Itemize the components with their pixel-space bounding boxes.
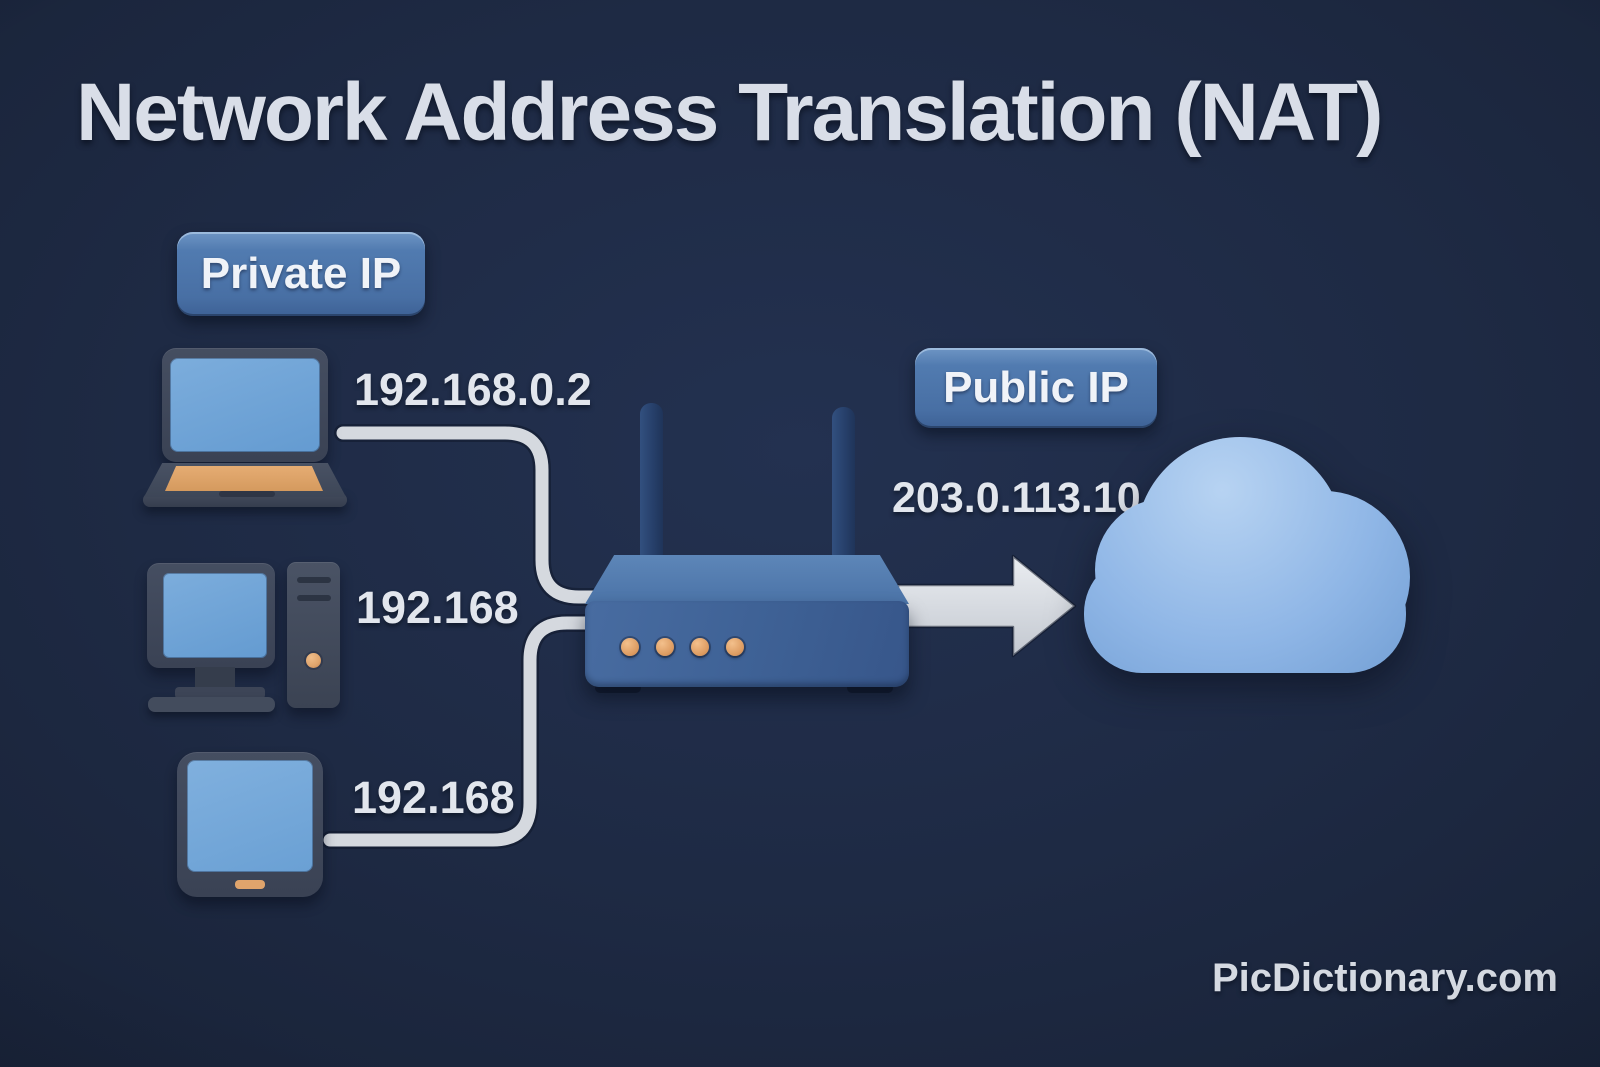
tablet-screen	[187, 760, 313, 872]
router-icon	[565, 395, 915, 695]
laptop-notch	[219, 491, 275, 497]
router-led-icon	[621, 638, 639, 656]
router-top	[585, 555, 909, 604]
laptop-icon	[143, 333, 347, 507]
laptop-cable-body	[336, 426, 637, 604]
desktop-ip-label: 192.168	[356, 582, 519, 633]
router-foot	[847, 683, 893, 693]
public-ip-label: 203.0.113.10	[892, 474, 1141, 522]
router-antenna	[832, 407, 855, 565]
desktop-tower-slot	[297, 595, 331, 601]
desktop-stand-mid	[175, 687, 265, 699]
router-led-icon	[691, 638, 709, 656]
public-ip-badge: Public IP	[915, 348, 1157, 428]
desktop-stand-base	[148, 697, 275, 712]
tablet-ip-label: 192.168	[352, 772, 515, 823]
watermark: PicDictionary.com	[1211, 956, 1558, 1000]
power-button-icon	[306, 653, 321, 668]
cloud-shape	[1084, 437, 1410, 673]
desktop-screen	[163, 573, 267, 658]
desktop-tower-slot	[297, 577, 331, 583]
page-title: Network Address Translation (NAT)	[76, 67, 1383, 158]
router-led-icon	[656, 638, 674, 656]
laptop-keyboard	[165, 466, 323, 491]
router-led-icon	[726, 638, 744, 656]
tablet-icon	[177, 752, 323, 897]
laptop-screen	[170, 358, 320, 452]
desktop-stand-neck	[195, 667, 235, 689]
desktop-tower	[287, 562, 340, 708]
laptop-ip-label: 192.168.0.2	[354, 364, 592, 415]
tablet-home-button	[235, 880, 265, 889]
nat-arrow-icon	[896, 554, 1077, 658]
public-ip-badge-label: Public IP	[943, 363, 1129, 412]
router-body	[585, 601, 909, 687]
private-ip-badge: Private IP	[177, 232, 425, 316]
internet-cloud-icon	[1072, 435, 1412, 680]
desktop-icon	[138, 550, 343, 712]
private-ip-badge-label: Private IP	[200, 249, 402, 298]
tablet-cable-body	[323, 616, 637, 847]
router-foot	[595, 683, 641, 693]
router-antenna	[640, 403, 663, 565]
